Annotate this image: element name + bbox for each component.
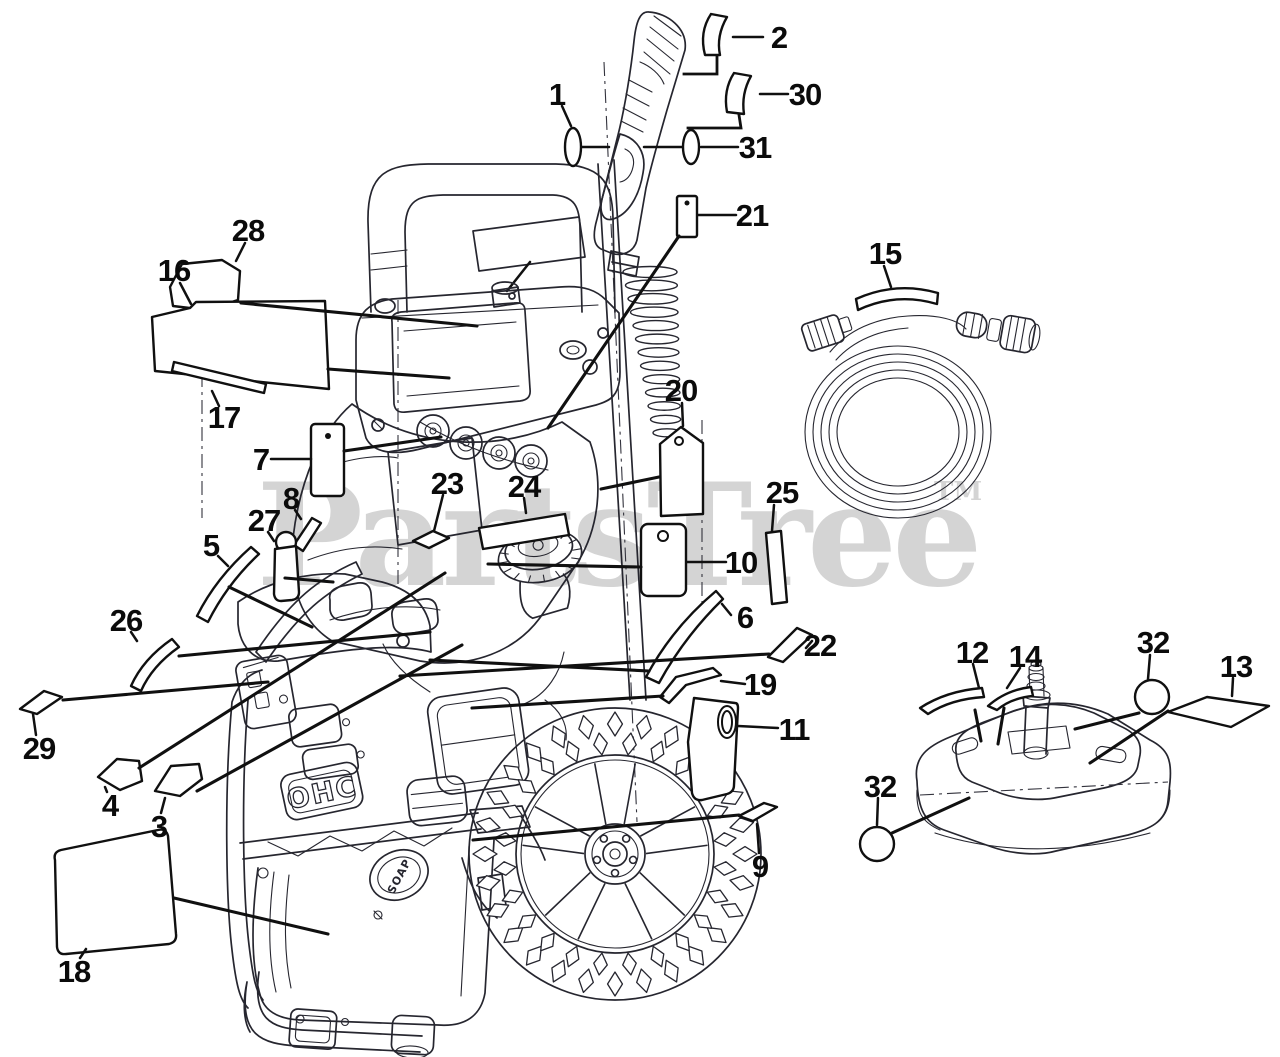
centerline-wand xyxy=(603,61,638,823)
muffler xyxy=(406,775,469,827)
decal-13 xyxy=(1166,695,1271,729)
callout-6: 6 xyxy=(737,600,754,635)
callout-12: 12 xyxy=(956,635,988,670)
frame: SOAP xyxy=(225,669,546,1057)
decal-31 xyxy=(681,128,701,166)
decal-8 xyxy=(292,516,323,553)
callout-27: 27 xyxy=(248,503,280,538)
callout-11: 11 xyxy=(779,712,811,747)
callout-29: 29 xyxy=(23,731,56,766)
callout-15: 15 xyxy=(869,236,902,271)
callout-9: 9 xyxy=(752,849,769,884)
callout-23: 23 xyxy=(431,466,464,501)
pump-manifold xyxy=(416,414,549,478)
decal-1 xyxy=(563,126,583,168)
decal-16 xyxy=(150,299,331,391)
callout-32: 32 xyxy=(864,769,896,804)
callout-10: 10 xyxy=(725,545,757,580)
decal-15 xyxy=(854,287,940,312)
callout-20: 20 xyxy=(665,373,697,408)
callout-7: 7 xyxy=(253,442,269,477)
callout-3: 3 xyxy=(151,809,168,844)
callout-5: 5 xyxy=(203,528,220,563)
decal-11 xyxy=(686,696,740,802)
callout-18: 18 xyxy=(58,954,91,989)
engine-shroud xyxy=(291,403,599,664)
spray-gun xyxy=(593,11,686,701)
decal-22 xyxy=(766,626,814,664)
valve-cover xyxy=(280,761,364,821)
callout-16: 16 xyxy=(158,253,191,288)
decal-2 xyxy=(701,12,729,57)
decal-4 xyxy=(96,757,144,792)
decal-32-bottom xyxy=(858,825,896,863)
decal-32-top xyxy=(1133,678,1171,716)
wheel xyxy=(468,707,762,1001)
frame-foot xyxy=(288,1008,338,1051)
hose-spring-guard xyxy=(622,265,682,438)
console xyxy=(355,281,621,478)
decal-26 xyxy=(129,637,181,693)
wand-tube xyxy=(597,159,647,701)
pressure-hose xyxy=(800,311,1041,519)
cart-handle xyxy=(367,163,616,313)
surface-cleaner xyxy=(915,660,1172,855)
decal-5 xyxy=(195,545,261,624)
air-filter xyxy=(426,687,530,795)
watermark: PartsTree TM xyxy=(256,453,982,619)
callout-31: 31 xyxy=(739,130,772,165)
decal-27 xyxy=(272,530,301,603)
callout-25: 25 xyxy=(766,475,799,510)
callout-21: 21 xyxy=(736,198,769,233)
swivel-fitting xyxy=(1022,660,1051,760)
callout-17: 17 xyxy=(208,400,240,435)
decal-29 xyxy=(18,689,64,716)
handle-decal-outline xyxy=(472,216,586,272)
decal-14 xyxy=(986,685,1035,712)
callout-22: 22 xyxy=(804,628,836,663)
hose-fitting-right xyxy=(955,311,1041,354)
soap-cap xyxy=(369,848,429,902)
decal-21 xyxy=(675,194,699,239)
callout-1: 1 xyxy=(549,77,566,112)
callout-28: 28 xyxy=(232,213,265,248)
callout-24: 24 xyxy=(508,469,542,504)
callout-4: 4 xyxy=(102,788,120,823)
decal-9 xyxy=(737,801,779,823)
decal-3 xyxy=(153,762,204,798)
decal-18 xyxy=(53,828,178,956)
decal-23 xyxy=(411,529,451,550)
decal-10 xyxy=(639,522,688,598)
callout-2: 2 xyxy=(771,20,787,55)
watermark-tm: TM xyxy=(934,477,982,507)
decal-7 xyxy=(309,422,346,498)
callout-13: 13 xyxy=(1220,649,1253,684)
callout-8: 8 xyxy=(283,481,300,516)
decal-20 xyxy=(658,425,705,518)
callout-26: 26 xyxy=(110,603,143,638)
decal-25 xyxy=(764,529,789,606)
callout-30: 30 xyxy=(789,77,821,112)
decal-19 xyxy=(658,666,723,705)
leader-lines xyxy=(31,35,1235,960)
callout-32: 32 xyxy=(1137,625,1169,660)
hose-fitting-left xyxy=(800,314,853,352)
decal-17 xyxy=(170,360,268,395)
decal-12 xyxy=(918,686,986,716)
callout-14: 14 xyxy=(1009,639,1043,674)
decal-30 xyxy=(724,71,753,116)
callout-19: 19 xyxy=(744,667,777,702)
soap-cap-text: SOAP xyxy=(385,857,414,896)
handlebar xyxy=(255,561,363,663)
control-panel xyxy=(235,654,297,730)
decal-24 xyxy=(477,512,571,551)
